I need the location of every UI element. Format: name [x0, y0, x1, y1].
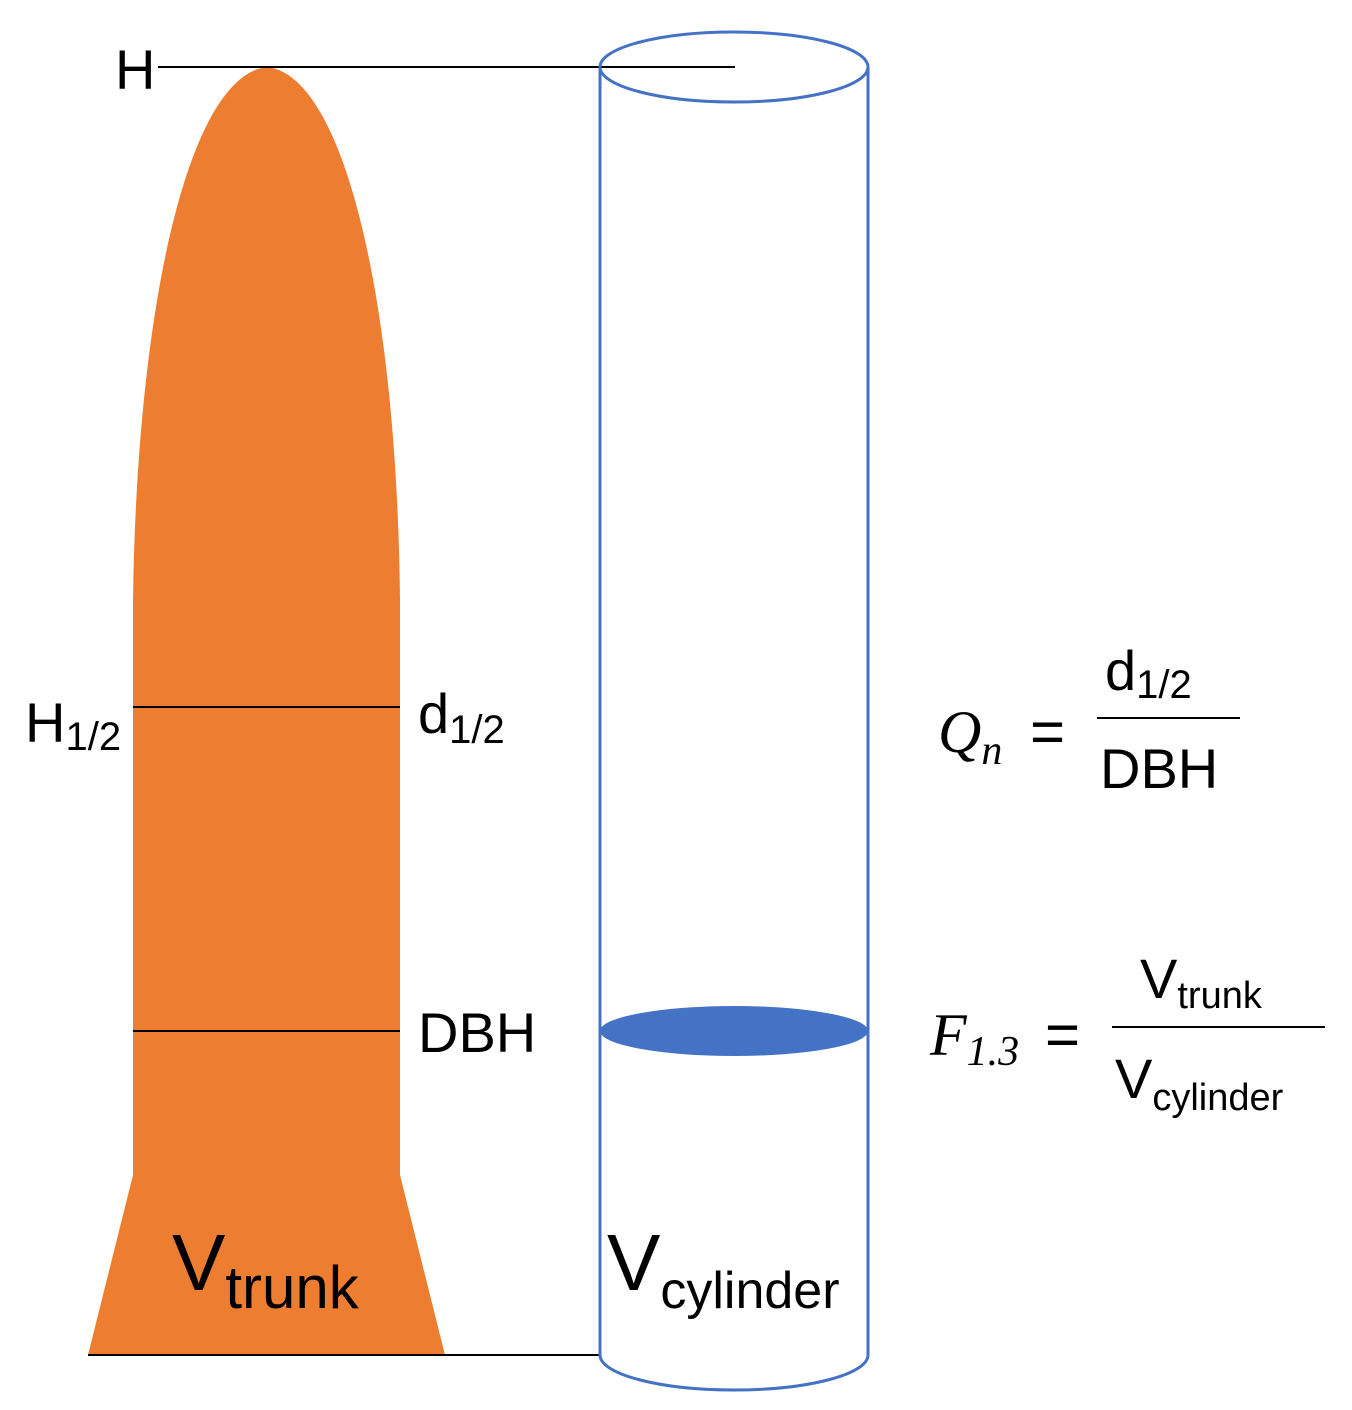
form-factor-numerator: Vtrunk: [1140, 947, 1263, 1017]
quotient-equals: =: [1030, 698, 1065, 765]
form-factor-denominator: Vcylinder: [1115, 1047, 1284, 1119]
cylinder-body: [598, 67, 870, 1392]
half-diameter-label: d1/2: [418, 682, 505, 752]
dbh-disc: [600, 1006, 868, 1056]
half-height-label: H1/2: [25, 691, 121, 759]
trunk-volume-label: Vtrunk: [172, 1218, 360, 1321]
quotient-numerator: d1/2: [1105, 639, 1192, 707]
dbh-label: DBH: [418, 1001, 536, 1064]
height-label: H: [115, 38, 155, 101]
form-factor-equals: =: [1045, 1001, 1080, 1068]
cylinder: [598, 30, 870, 1392]
quotient-lhs: Qn: [938, 699, 1002, 774]
trunk-shape: [88, 67, 445, 1355]
form-factor-lhs: F1.3: [929, 1002, 1019, 1075]
quotient-equation: Qn = d1/2 DBH: [938, 639, 1240, 800]
cylinder-top-ellipse: [598, 30, 870, 104]
form-factor-equation: F1.3 = Vtrunk Vcylinder: [929, 947, 1325, 1119]
cylinder-volume-label: Vcylinder: [607, 1218, 840, 1320]
quotient-denominator: DBH: [1100, 737, 1218, 800]
